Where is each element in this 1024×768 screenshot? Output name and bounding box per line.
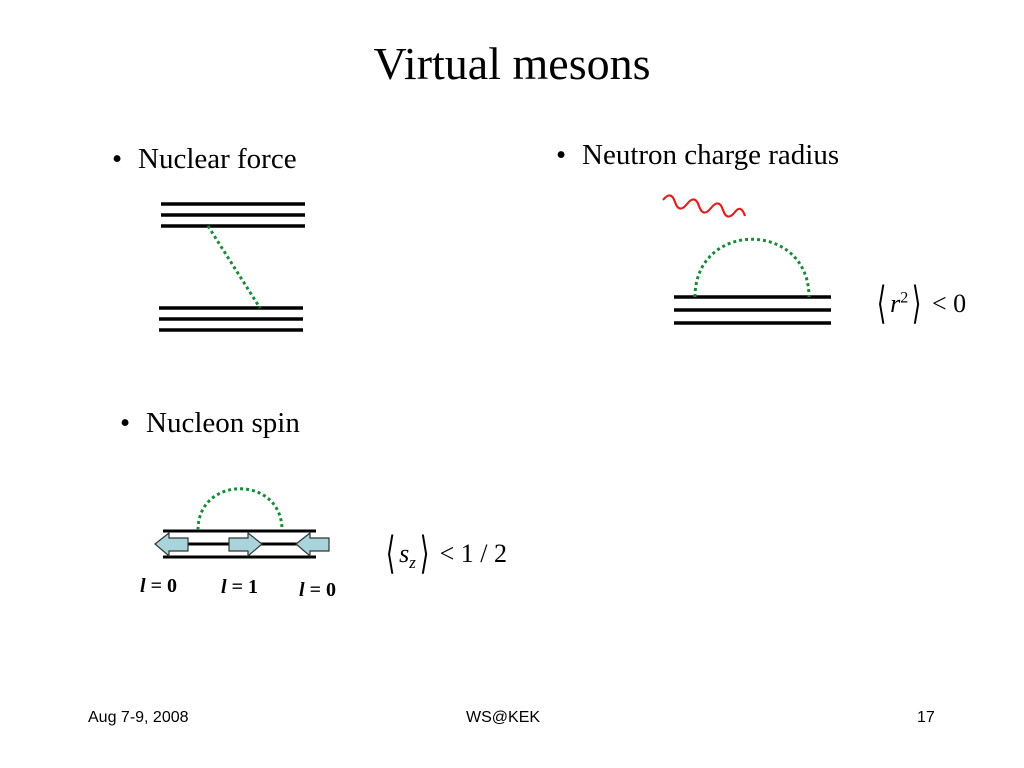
slide-title: Virtual mesons xyxy=(373,38,651,89)
bullet-nucleon-spin: • Nucleon spin xyxy=(120,405,300,441)
formula-relation: < 0 xyxy=(931,289,967,318)
left-angle-bracket: ⟨ xyxy=(876,279,887,328)
bullet-nuclear-force: • Nuclear force xyxy=(112,141,297,177)
formula-r-squared: ⟨r2⟩ < 0 xyxy=(873,278,966,329)
orbital-label: l = 0 xyxy=(140,575,177,597)
bullet-text: Nuclear force xyxy=(138,143,297,175)
formula-sz: ⟨sz⟩ < 1 / 2 xyxy=(382,528,507,579)
upper-nucleon-lines xyxy=(161,202,305,228)
bullet-dot: • xyxy=(112,143,123,175)
neutron-charge-radius-diagram xyxy=(662,194,831,325)
formula-variable: s xyxy=(399,539,410,568)
bullet-dot: • xyxy=(556,139,567,171)
meson-exchange-line xyxy=(206,225,262,309)
nucleon-spin-diagram xyxy=(154,487,330,559)
spin-arrow-right-icon xyxy=(228,531,263,558)
formula-variable: r xyxy=(890,289,901,318)
bullet-text: Neutron charge radius xyxy=(582,139,840,171)
bullet-neutron-charge-radius: • Neutron charge radius xyxy=(556,137,839,173)
photon-wavy-line xyxy=(662,194,747,218)
footer-page-number: 17 xyxy=(917,709,935,726)
formula-exponent: 2 xyxy=(900,289,909,307)
spin-arrow-left-icon xyxy=(154,531,189,558)
left-angle-bracket: ⟨ xyxy=(385,529,396,578)
neutron-lines xyxy=(674,295,831,325)
spin-arrow-left-icon xyxy=(295,531,330,558)
bullet-text: Nucleon spin xyxy=(146,407,300,439)
orbital-label: l = 1 xyxy=(221,576,258,598)
orbital-label: l = 0 xyxy=(299,579,336,601)
nuclear-force-diagram xyxy=(159,202,305,332)
lower-nucleon-lines xyxy=(159,306,303,332)
meson-loop xyxy=(196,487,284,531)
footer-venue: WS@KEK xyxy=(466,709,541,726)
footer-date: Aug 7-9, 2008 xyxy=(88,709,189,726)
right-angle-bracket: ⟩ xyxy=(912,279,922,328)
formula-subscript: z xyxy=(409,553,416,573)
right-angle-bracket: ⟩ xyxy=(419,529,430,578)
bullet-dot: • xyxy=(120,407,131,439)
meson-loop xyxy=(693,237,811,298)
formula-relation: < 1 / 2 xyxy=(439,539,507,568)
